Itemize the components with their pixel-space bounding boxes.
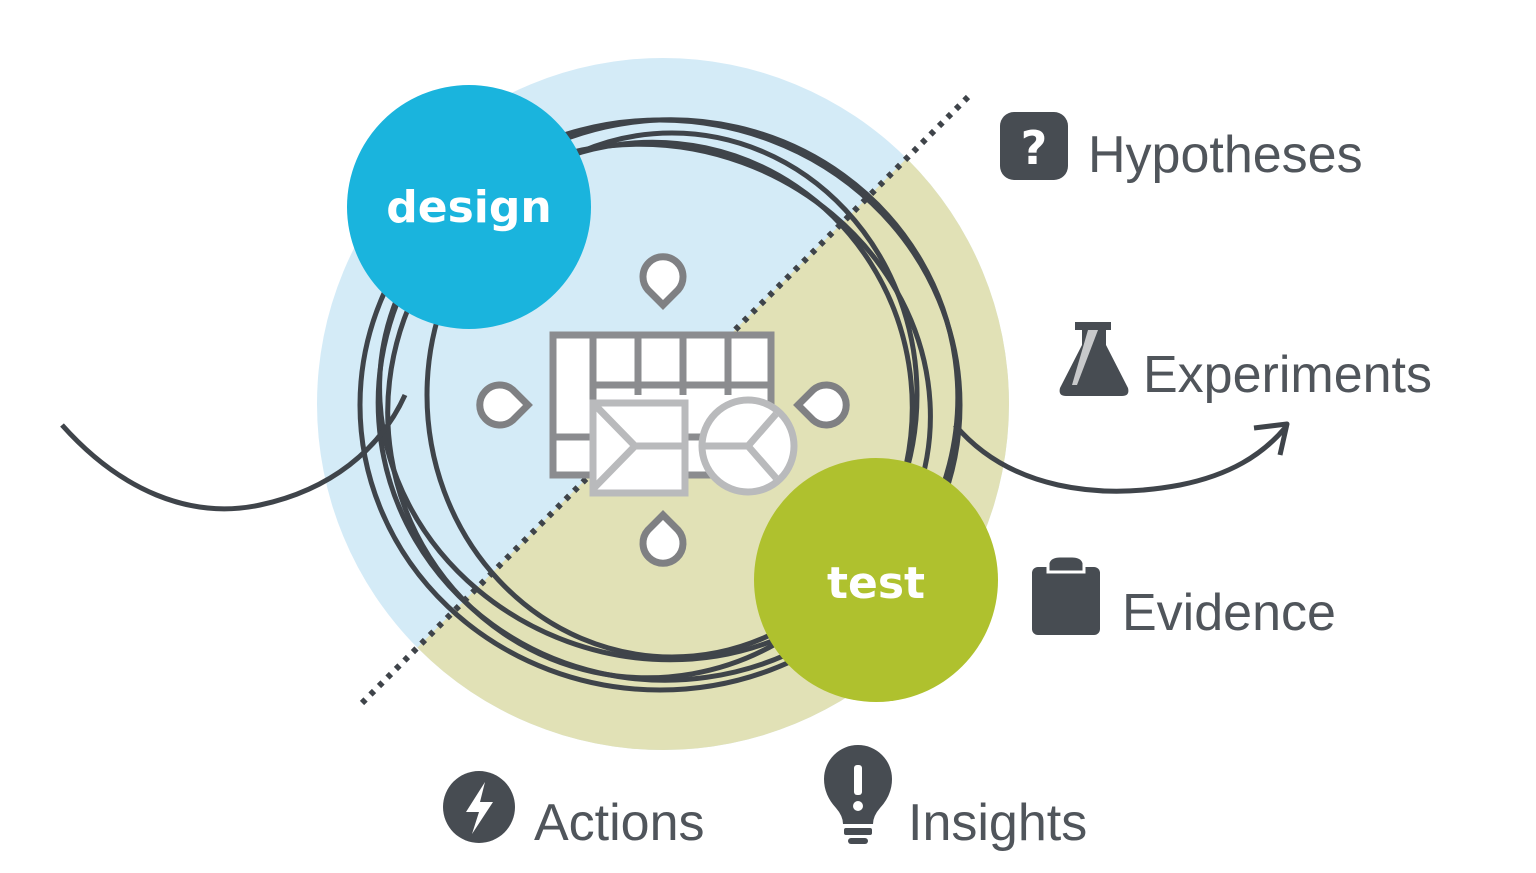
bulb-dot — [853, 801, 863, 811]
outgoing-flow-curve — [953, 423, 1287, 494]
question-glyph: ? — [1021, 121, 1048, 175]
flask-highlight — [1072, 330, 1098, 385]
design-label: design — [386, 182, 551, 233]
drop-icon — [793, 381, 850, 429]
bulb-base — [844, 828, 872, 835]
ring — [424, 130, 920, 660]
drop-icon — [639, 253, 687, 310]
experiments-label: Experiments — [1143, 346, 1432, 404]
evidence-label: Evidence — [1122, 584, 1336, 642]
bolt-glyph — [466, 782, 493, 834]
insights-label: Insights — [908, 794, 1087, 852]
ring — [375, 117, 961, 683]
test-bubble — [754, 458, 998, 702]
clipboard-icon — [1032, 567, 1100, 635]
actions-label: Actions — [534, 794, 705, 852]
hypotheses-item: ? Hypotheses — [1000, 112, 1363, 184]
experiments-item: Experiments — [1059, 322, 1432, 404]
bulb-base — [848, 838, 868, 844]
test-label: test — [827, 558, 925, 609]
question-icon — [1000, 112, 1068, 180]
design-bubble — [347, 85, 591, 329]
drop-icon — [639, 510, 687, 567]
actions-item: Actions — [443, 771, 705, 852]
insights-item: Insights — [824, 745, 1087, 852]
evidence-item: Evidence — [1032, 554, 1336, 642]
bulb-mark — [854, 765, 862, 795]
arrowhead-icon — [1253, 421, 1290, 456]
hypotheses-label: Hypotheses — [1088, 126, 1363, 184]
drop-icon — [476, 381, 533, 429]
prototype-canvas-icon — [476, 253, 850, 567]
incoming-flow-curve — [60, 393, 408, 512]
clipboard-clip — [1046, 554, 1086, 574]
drop-markers — [476, 253, 850, 567]
